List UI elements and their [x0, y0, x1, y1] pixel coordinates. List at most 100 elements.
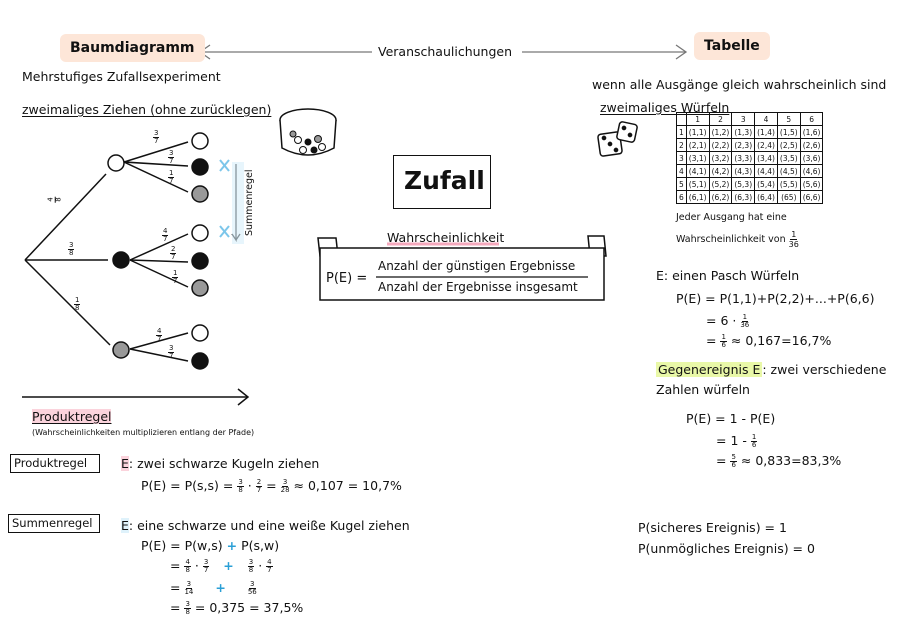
- baumdiagramm-heading: Baumdiagramm: [60, 34, 205, 62]
- table-cell: 4: [676, 164, 687, 178]
- tree-nodes: [107, 132, 209, 370]
- table-cell: (3,2): [708, 151, 733, 165]
- table-header-cell: 2: [708, 112, 733, 126]
- banner: [317, 235, 607, 301]
- unmoegliches-ereignis: P(unmögliches Ereignis) = 0: [638, 541, 815, 556]
- table-cell: (5,2): [708, 177, 733, 191]
- sicheres-ereignis: P(sicheres Ereignis) = 1: [638, 520, 787, 535]
- page-title: Zufall: [404, 166, 485, 195]
- table-cell: (1,3): [731, 125, 756, 139]
- table-header-cell: 4: [754, 112, 778, 126]
- gegen-formula1: P(E) = 1 - P(E): [686, 411, 776, 426]
- table-cell: (5,5): [776, 177, 801, 191]
- table-note1: Jeder Ausgang hat eine: [676, 212, 787, 223]
- table-row: 6(6,1)(6,2)(6,3)(6,4)(65)(6,6): [676, 190, 824, 204]
- gegenereignis-line2: Zahlen würfeln: [656, 382, 750, 397]
- table-cell: (6,6): [799, 190, 824, 204]
- table-row: 3(3,1)(3,2)(3,3)(3,4)(3,5)(3,6): [676, 151, 824, 165]
- table-cell: (2,6): [799, 138, 824, 152]
- table-cell: 2: [676, 138, 687, 152]
- table-cell: 3: [676, 151, 687, 165]
- tree-branches: [24, 141, 189, 362]
- table-cell: (5,1): [685, 177, 710, 191]
- dice-icon: [597, 121, 638, 157]
- table-cell: (1,4): [754, 125, 778, 139]
- title-box: [393, 155, 491, 209]
- rule2-event: E: eine schwarze und eine weiße Kugel zi…: [121, 518, 410, 533]
- tabelle-heading: Tabelle: [694, 32, 770, 60]
- table-cell: (2,1): [685, 138, 710, 152]
- table-cell: (3,1): [685, 151, 710, 165]
- table-cell: 1: [676, 125, 687, 139]
- table-cell: (4,1): [685, 164, 710, 178]
- left-example: zweimaliges Ziehen (ohne zurücklegen): [22, 102, 272, 117]
- table-cell: (1,1): [685, 125, 710, 139]
- table-row: 2(2,1)(2,2)(2,3)(2,4)(2,5)(2,6): [676, 138, 824, 152]
- table-cell: (2,3): [731, 138, 756, 152]
- table-cell: 5: [676, 177, 687, 191]
- rule1-event: E: zwei schwarze Kugeln ziehen: [121, 456, 320, 471]
- table-cell: (4,6): [799, 164, 824, 178]
- table-cell: (2,5): [776, 138, 801, 152]
- table-cell: (2,4): [754, 138, 778, 152]
- table-header-cell: 3: [731, 112, 756, 126]
- produktregel-note: (Wahrscheinlichkeiten multiplizieren ent…: [32, 428, 255, 437]
- table-header-cell: 1: [685, 112, 710, 126]
- table-cell: (1,5): [776, 125, 801, 139]
- produktregel-heading: Produktregel: [32, 409, 112, 424]
- table-cell: (3,5): [776, 151, 801, 165]
- produktregel-tag-box: [10, 454, 100, 473]
- fraction-numerator: Anzahl der günstigen Ergebnisse: [378, 259, 576, 273]
- summenregel-tag: Summenregel: [12, 516, 93, 530]
- summenregel-tag-box: [8, 514, 100, 533]
- table-header-cell: 5: [776, 112, 801, 126]
- veranschaulichungen-label: Veranschaulichungen: [378, 44, 513, 59]
- left-subtitle: Mehrstufiges Zufallsexperiment: [22, 69, 221, 84]
- pasch-line1: P(E) = P(1,1)+P(2,2)+...+P(6,6): [676, 291, 875, 306]
- table-cell: (5,3): [731, 177, 756, 191]
- table-cell: (5,4): [754, 177, 778, 191]
- right-example: zweimaliges Würfeln: [600, 100, 730, 115]
- table-cell: 6: [676, 190, 687, 204]
- produktregel-arrow-head: [237, 388, 250, 406]
- table-row: 1(1,1)(1,2)(1,3)(1,4)(1,5)(1,6): [676, 125, 824, 139]
- table-cell: (65): [776, 190, 801, 204]
- table-cell: (2,2): [708, 138, 733, 152]
- table-cell: (6,4): [754, 190, 778, 204]
- produktregel-tag: Produktregel: [14, 456, 88, 470]
- wahrscheinlichkeit-label: Wahrscheinlichkeit: [387, 230, 505, 245]
- table-cell: (6,3): [731, 190, 756, 204]
- table-cell: (1,6): [799, 125, 824, 139]
- summenregel-highlight: [232, 162, 244, 244]
- table-header-cell: 6: [799, 112, 824, 126]
- table-header-cell: [676, 112, 687, 126]
- rule2-formula: P(E) = P(w,s) + P(s,w): [141, 538, 280, 553]
- table-cell: (4,5): [776, 164, 801, 178]
- table-cell: (6,1): [685, 190, 710, 204]
- pasch-event: E: einen Pasch Würfeln: [656, 268, 800, 283]
- table-cell: (6,2): [708, 190, 733, 204]
- table-cell: (4,3): [731, 164, 756, 178]
- fraction-denominator: Anzahl der Ergebnisse insgesamt: [378, 280, 578, 294]
- gegenereignis-line: Gegenereignis E: zwei verschiedene: [656, 362, 887, 377]
- table-row: 4(4,1)(4,2)(4,3)(4,4)(4,5)(4,6): [676, 164, 824, 178]
